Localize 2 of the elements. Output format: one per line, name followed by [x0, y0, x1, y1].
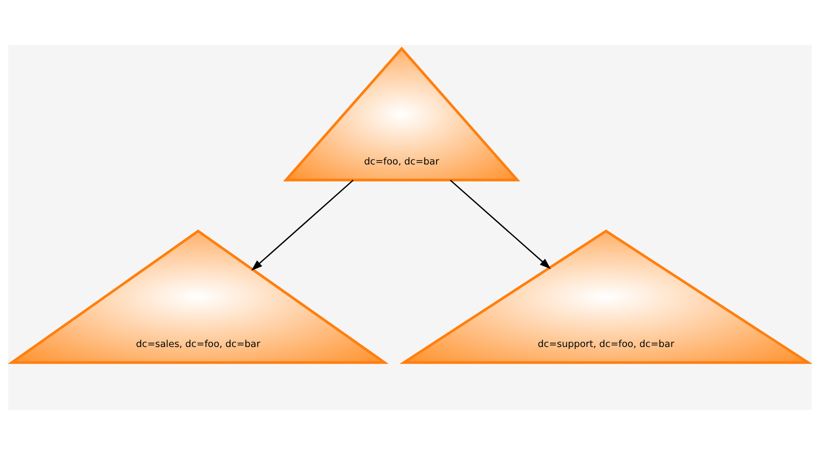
arrow [450, 180, 551, 270]
arrow [251, 180, 354, 271]
